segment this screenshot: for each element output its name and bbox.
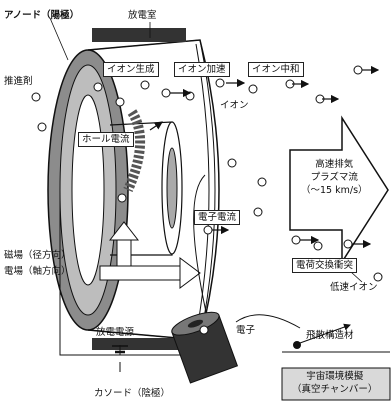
cathode-cylinder xyxy=(171,311,239,384)
ion-label: イオン xyxy=(220,100,249,111)
hall-current-band xyxy=(123,109,145,193)
ionization-box: イオン生成 xyxy=(103,62,159,77)
thruster-outer-ring xyxy=(47,49,129,331)
vacuum-chamber-box xyxy=(281,367,391,401)
cathode-label: カソード（陰極） xyxy=(94,388,171,399)
ion-neutralization-box: イオン中和 xyxy=(248,62,304,77)
hall-current-box: ホール電流 xyxy=(78,132,134,147)
deposit-particle xyxy=(293,341,301,349)
particles xyxy=(31,65,383,335)
charge-exchange-box: 電荷交換衝突 xyxy=(292,258,358,273)
slow-ion-label: 低速イオン xyxy=(330,282,378,293)
vacuum-chamber-label: 宇宙環境模擬 （真空チャンバー） xyxy=(292,371,378,395)
discharge-wall-top xyxy=(92,28,186,42)
magnetic-field-label: 磁場（径方向） xyxy=(4,250,71,261)
ion-acceleration-box: イオン加速 xyxy=(174,62,230,77)
high-speed-exhaust-label: 高速排気 プラズマ流 （～15 km/s） xyxy=(301,159,368,196)
inner-cylinder xyxy=(109,121,183,256)
electric-field-label: 電場（軸方向） xyxy=(4,266,71,277)
discharge-wall-bottom xyxy=(92,338,186,350)
backflow-deposit-label: 飛散構造材 xyxy=(306,330,354,341)
electron-label: 電子 xyxy=(236,325,256,336)
discharge-power-source xyxy=(112,345,128,354)
anode-label: アノード（陽極） xyxy=(4,10,80,21)
ion-velocity-arrows xyxy=(149,65,380,249)
discharge-power-label: 放電電源 xyxy=(96,327,135,338)
exhaust-arrow xyxy=(289,115,389,265)
electric-field-arrow xyxy=(99,257,201,289)
propellant-label: 推進剤 xyxy=(4,76,33,87)
electron-current-box: 電子電流 xyxy=(194,210,241,225)
discharge-chamber-label: 放電室 xyxy=(128,10,157,21)
